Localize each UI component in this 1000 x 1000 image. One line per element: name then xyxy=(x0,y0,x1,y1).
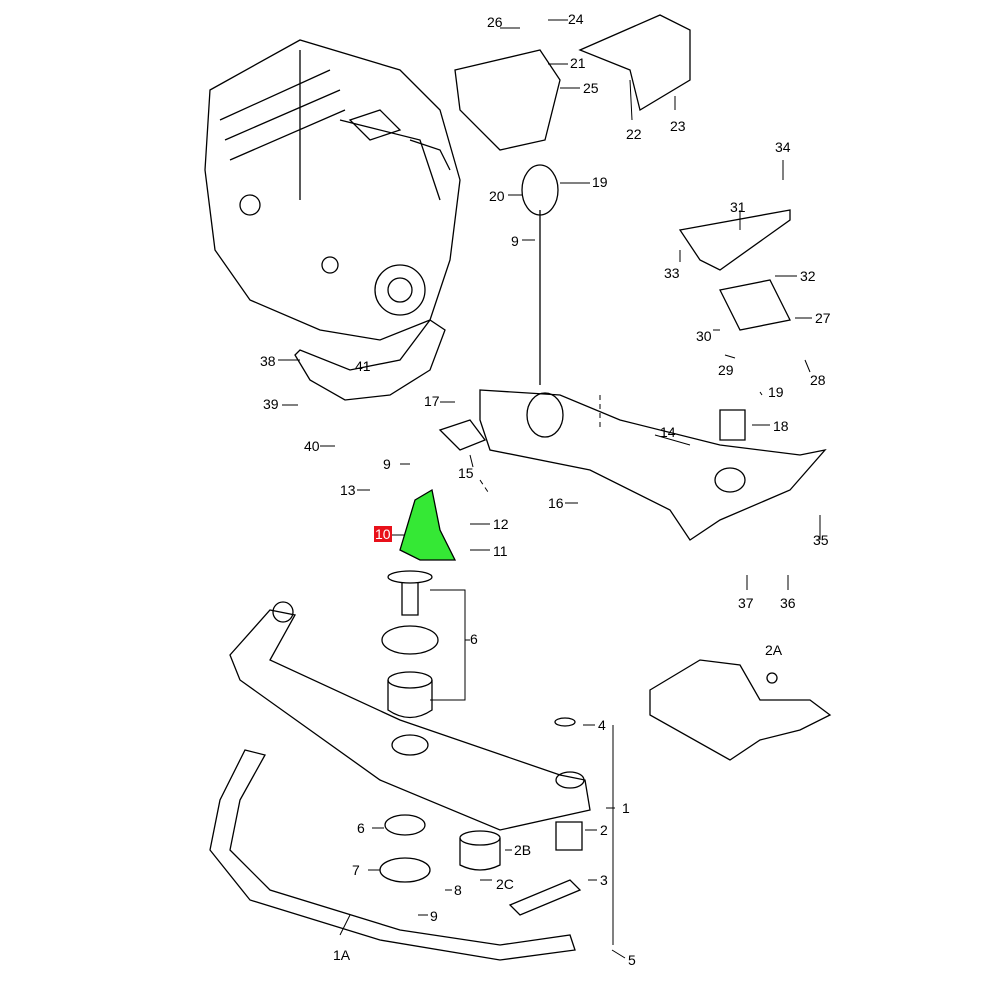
callout-8[interactable]: 8 xyxy=(454,882,462,898)
callout-7[interactable]: 7 xyxy=(352,862,360,878)
engine xyxy=(204,39,461,341)
callout-14[interactable]: 14 xyxy=(660,424,676,440)
callout-16[interactable]: 16 xyxy=(548,495,564,511)
callout-36[interactable]: 36 xyxy=(780,595,796,611)
callout-31[interactable]: 31 xyxy=(730,199,746,215)
callout-15[interactable]: 15 xyxy=(458,465,474,481)
mount-bracket-10 xyxy=(399,488,457,561)
inset-2A xyxy=(649,659,832,761)
callout-6[interactable]: 6 xyxy=(470,631,478,647)
subframe xyxy=(229,601,591,831)
right-brackets xyxy=(678,209,791,331)
callout-6b[interactable]: 6 xyxy=(357,820,365,836)
callout-2[interactable]: 2 xyxy=(600,822,608,838)
callout-2C[interactable]: 2C xyxy=(496,876,514,892)
callout-28[interactable]: 28 xyxy=(810,372,826,388)
callout-20[interactable]: 20 xyxy=(489,188,505,204)
callout-11[interactable]: 11 xyxy=(493,543,508,559)
callout-1A[interactable]: 1A xyxy=(333,947,351,963)
callout-33[interactable]: 33 xyxy=(664,265,680,281)
callout-10-highlighted[interactable]: 10 xyxy=(374,526,392,542)
callout-38[interactable]: 38 xyxy=(260,353,276,369)
callout-13[interactable]: 13 xyxy=(340,482,356,498)
lower-frame-1A xyxy=(209,749,576,961)
callout-1[interactable]: 1 xyxy=(622,800,630,816)
callout-37[interactable]: 37 xyxy=(738,595,754,611)
leader-lines xyxy=(278,19,821,959)
callout-40[interactable]: 40 xyxy=(304,438,320,454)
callout-19b[interactable]: 19 xyxy=(768,384,784,400)
callout-22[interactable]: 22 xyxy=(626,126,642,142)
callout-2A[interactable]: 2A xyxy=(765,642,783,658)
callout-25[interactable]: 25 xyxy=(583,80,599,96)
callout-17[interactable]: 17 xyxy=(424,393,440,409)
callout-9[interactable]: 9 xyxy=(511,233,519,249)
callout-4[interactable]: 4 xyxy=(598,717,606,733)
callout-35[interactable]: 35 xyxy=(813,532,829,548)
callout-18[interactable]: 18 xyxy=(773,418,789,434)
callout-39[interactable]: 39 xyxy=(263,396,279,412)
callout-3[interactable]: 3 xyxy=(600,872,608,888)
flywheel-cover xyxy=(294,319,446,401)
callout-2B[interactable]: 2B xyxy=(514,842,532,858)
upper-mount-bracket xyxy=(454,14,691,385)
callout-24[interactable]: 24 xyxy=(568,11,584,27)
callout-27[interactable]: 27 xyxy=(815,310,831,326)
callout-30[interactable]: 30 xyxy=(696,328,712,344)
callout-12[interactable]: 12 xyxy=(493,516,509,532)
callout-19[interactable]: 19 xyxy=(592,174,608,190)
callout-9b[interactable]: 9 xyxy=(383,456,391,472)
callout-5[interactable]: 5 xyxy=(628,952,636,968)
callout-32[interactable]: 32 xyxy=(800,268,816,284)
callout-21[interactable]: 21 xyxy=(570,55,586,71)
callout-34[interactable]: 34 xyxy=(775,139,791,155)
callout-29[interactable]: 29 xyxy=(718,362,734,378)
callout-23[interactable]: 23 xyxy=(670,118,686,134)
callout-9c[interactable]: 9 xyxy=(430,908,438,924)
mount-assembly-6 xyxy=(381,570,439,719)
callout-26[interactable]: 26 xyxy=(487,14,503,30)
front-crossmember xyxy=(438,389,827,541)
callout-41[interactable]: 41 xyxy=(355,358,371,374)
